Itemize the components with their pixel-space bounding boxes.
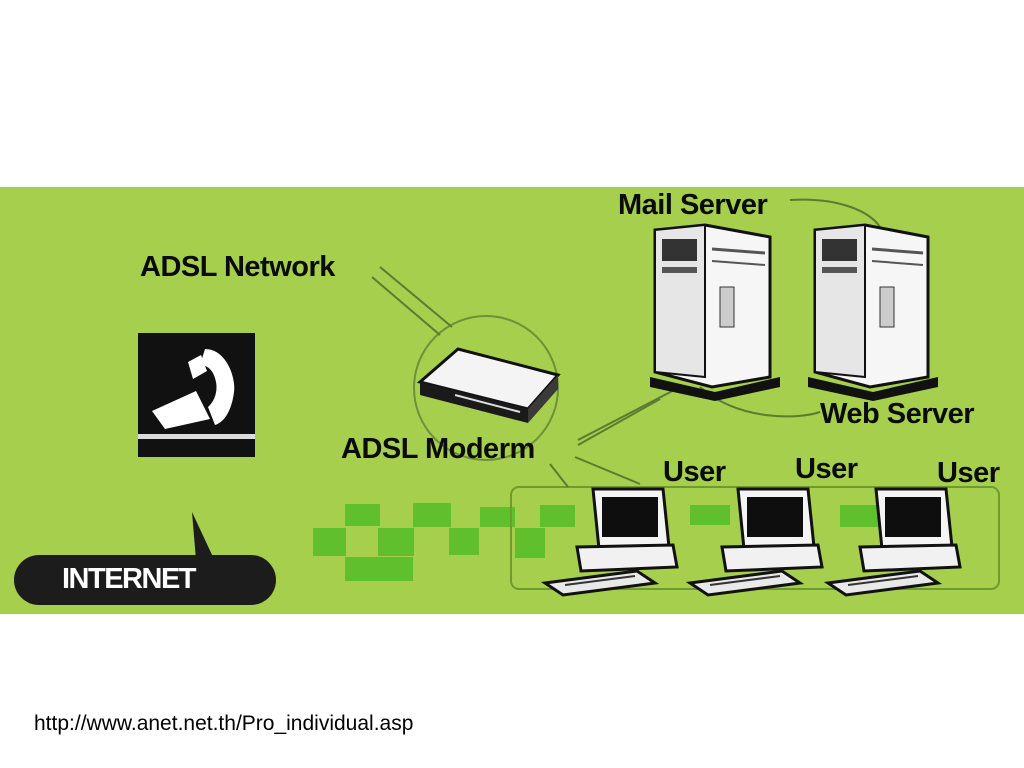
- web-server-label: Web Server: [820, 398, 975, 430]
- adsl-modem-label: ADSL Moderm: [341, 433, 535, 465]
- internet-badge: [14, 555, 276, 605]
- internet-label: INTERNET: [62, 563, 197, 595]
- connection-lines: [371, 198, 881, 488]
- source-url[interactable]: http://www.anet.net.th/Pro_individual.as…: [34, 712, 414, 735]
- desktop-computer-icon-1: [540, 487, 679, 597]
- internet-callout-tail: [192, 512, 213, 560]
- diagram-graphics: [138, 198, 1000, 597]
- mail-server-tower-icon: [650, 223, 780, 401]
- adsl-network-label: ADSL Network: [140, 251, 335, 283]
- network-diagram-panel: [0, 187, 1024, 614]
- mail-server-label: Mail Server: [618, 189, 768, 221]
- desktop-computer-icon-2: [685, 487, 824, 597]
- desktop-computer-icon-3: [823, 487, 962, 597]
- web-server-tower-icon: [808, 223, 938, 401]
- telephone-handset-icon: [138, 333, 255, 457]
- user-label-1: User: [663, 456, 726, 488]
- user-label-2: User: [795, 453, 858, 485]
- user-label-3: User: [937, 457, 1000, 489]
- modem-icon: [416, 347, 561, 423]
